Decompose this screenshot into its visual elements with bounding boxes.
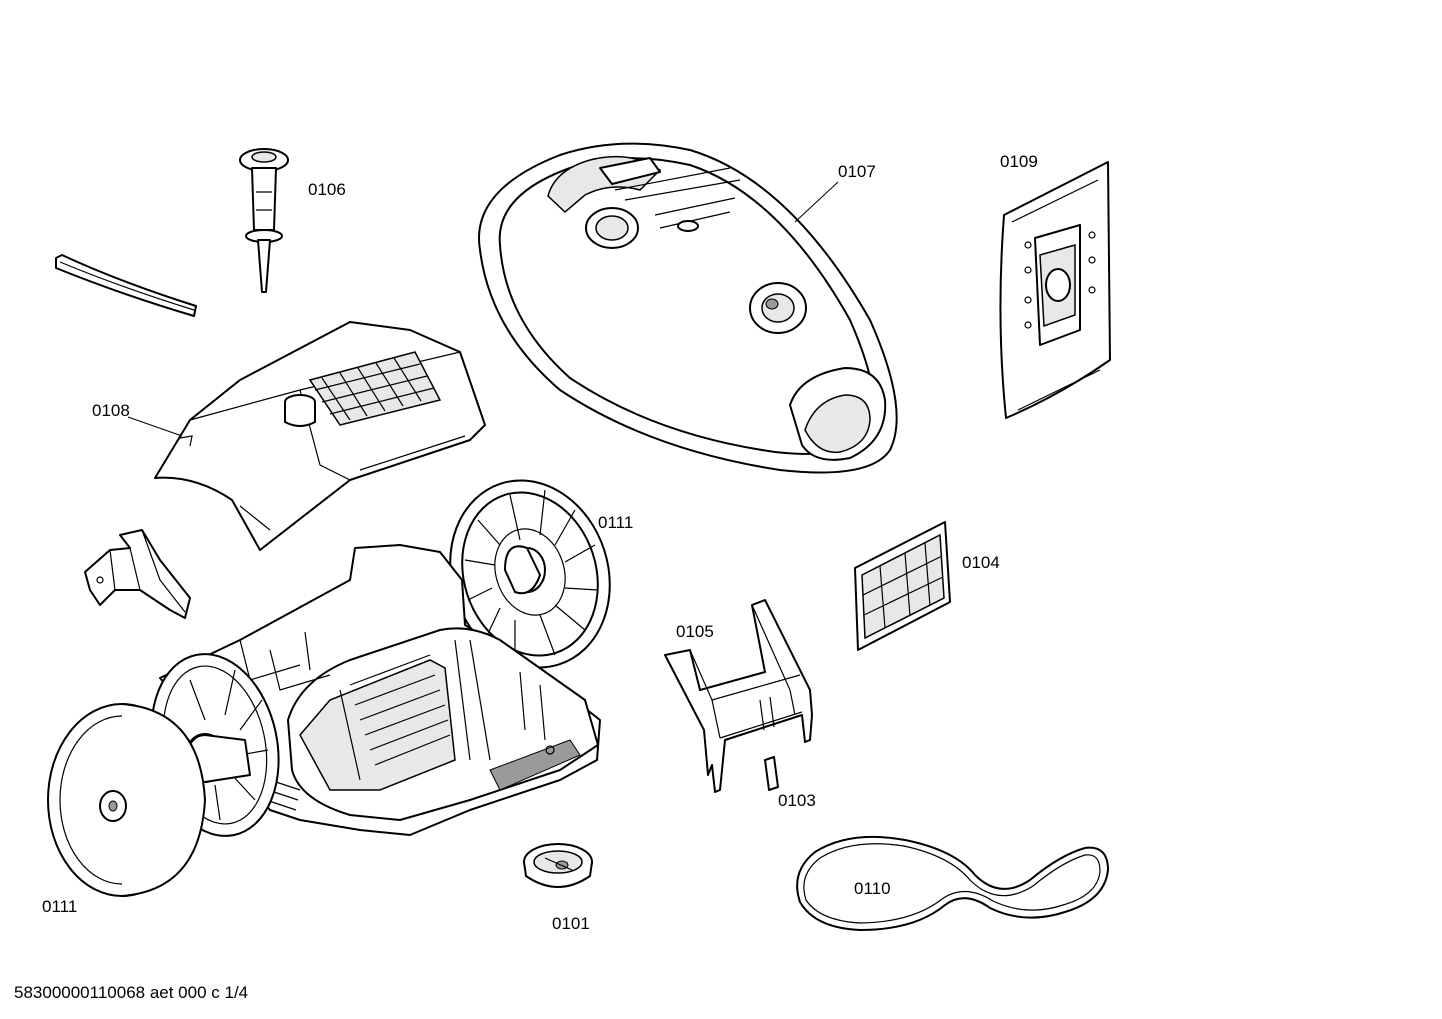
label-0110: 0110 — [854, 879, 891, 898]
label-0106: 0106 — [308, 180, 346, 199]
leader-0107 — [794, 181, 839, 223]
part-0109-dust-bag — [999, 161, 1111, 419]
label-0101: 0101 — [552, 914, 590, 933]
part-0101-castor — [523, 843, 593, 888]
part-0108-housing-cover — [154, 321, 486, 551]
label-0107: 0107 — [838, 162, 876, 181]
part-0106-pin — [239, 148, 289, 293]
part-0107-cover — [478, 142, 898, 474]
drawing-reference-footer: 58300000110068 aet 000 c 1/4 — [14, 983, 249, 1002]
part-0105-frame — [664, 599, 813, 793]
label-0103: 0103 — [778, 791, 816, 810]
part-0111-wheel-upper — [449, 479, 611, 669]
leader-0108 — [127, 416, 183, 437]
part-0103-plate — [764, 756, 779, 791]
label-0111-upper: 0111 — [598, 513, 634, 532]
part-0104-filter — [854, 521, 951, 651]
label-0105: 0105 — [676, 622, 714, 641]
label-0104: 0104 — [962, 553, 1000, 572]
label-0108: 0108 — [92, 401, 130, 420]
part-0111-wheel-lower — [47, 703, 206, 897]
label-0111-lower: 0111 — [42, 897, 78, 916]
part-strip — [55, 254, 197, 317]
part-0110-gasket-loop — [796, 835, 1109, 931]
part-bracket — [84, 529, 191, 619]
label-0109: 0109 — [1000, 152, 1038, 171]
